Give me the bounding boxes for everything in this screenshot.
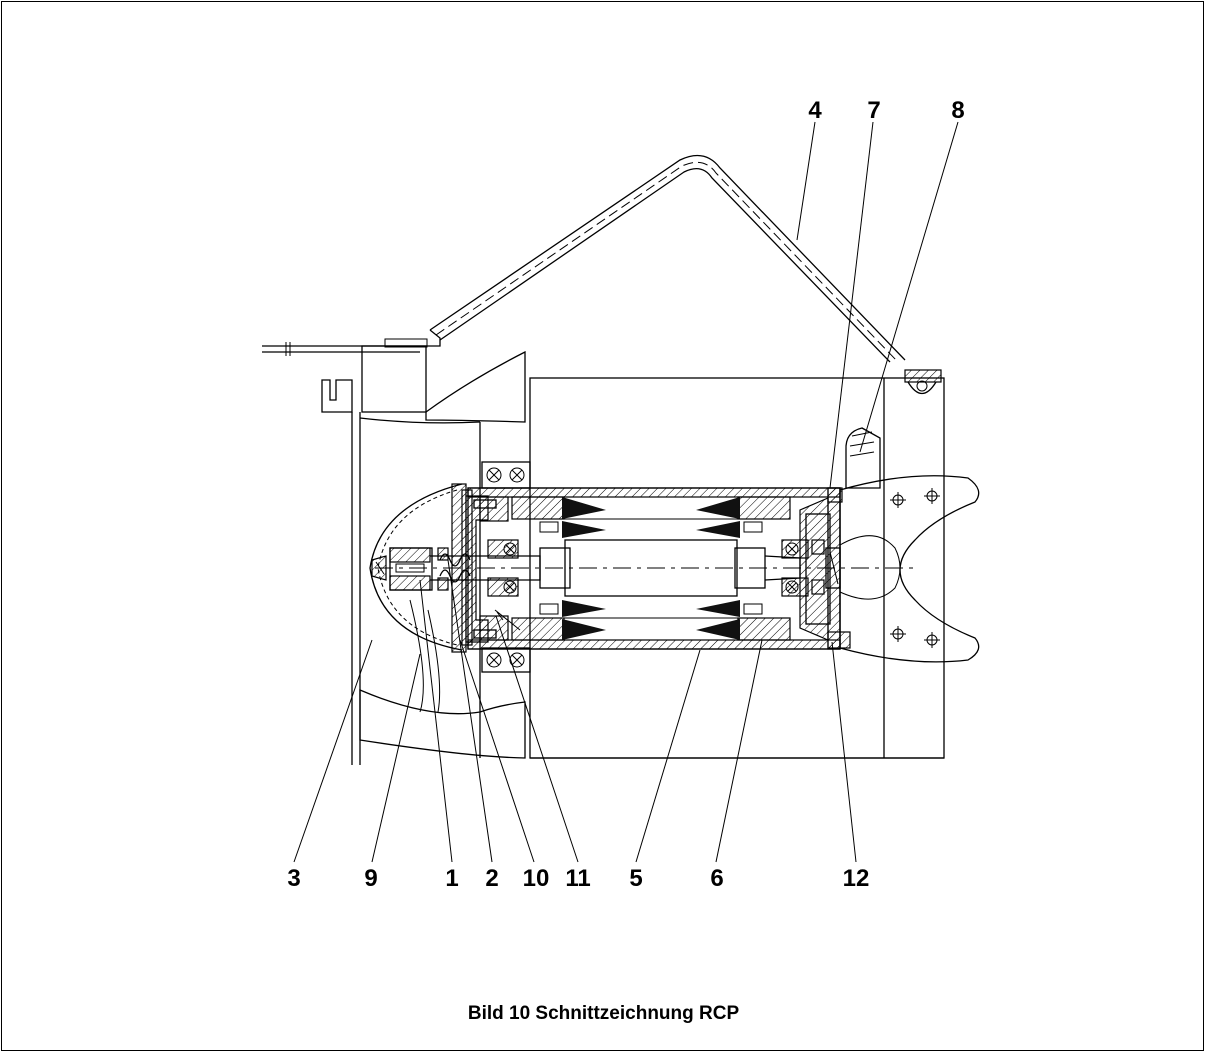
- callout-12: 12: [843, 865, 870, 892]
- callout-2: 2: [485, 865, 498, 892]
- callout-7: 7: [867, 97, 880, 124]
- callout-labels: 4 7 8 3 9 1 2 10 11 5 6 12: [287, 97, 964, 892]
- leader-lines: [293, 121, 959, 863]
- propeller-hub: [369, 483, 463, 651]
- callout-9: 9: [364, 865, 377, 892]
- callout-5: 5: [629, 865, 642, 892]
- callout-8: 8: [951, 97, 964, 124]
- callout-1: 1: [445, 865, 458, 892]
- rear-bracket: [839, 427, 980, 663]
- callout-6: 6: [710, 865, 723, 892]
- lifting-bracket: [262, 154, 942, 395]
- bracket-bolts: [890, 488, 940, 648]
- figure-caption: Bild 10 Schnittzeichnung RCP: [467, 1003, 740, 1024]
- callout-4: 4: [808, 97, 822, 124]
- rear-cap: [799, 487, 851, 649]
- callout-10: 10: [523, 865, 550, 892]
- mounting-blocks: [481, 461, 531, 673]
- stator-windings: [511, 496, 791, 641]
- pump-frame: [321, 345, 945, 765]
- callout-11: 11: [565, 865, 590, 892]
- callout-3: 3: [287, 865, 300, 892]
